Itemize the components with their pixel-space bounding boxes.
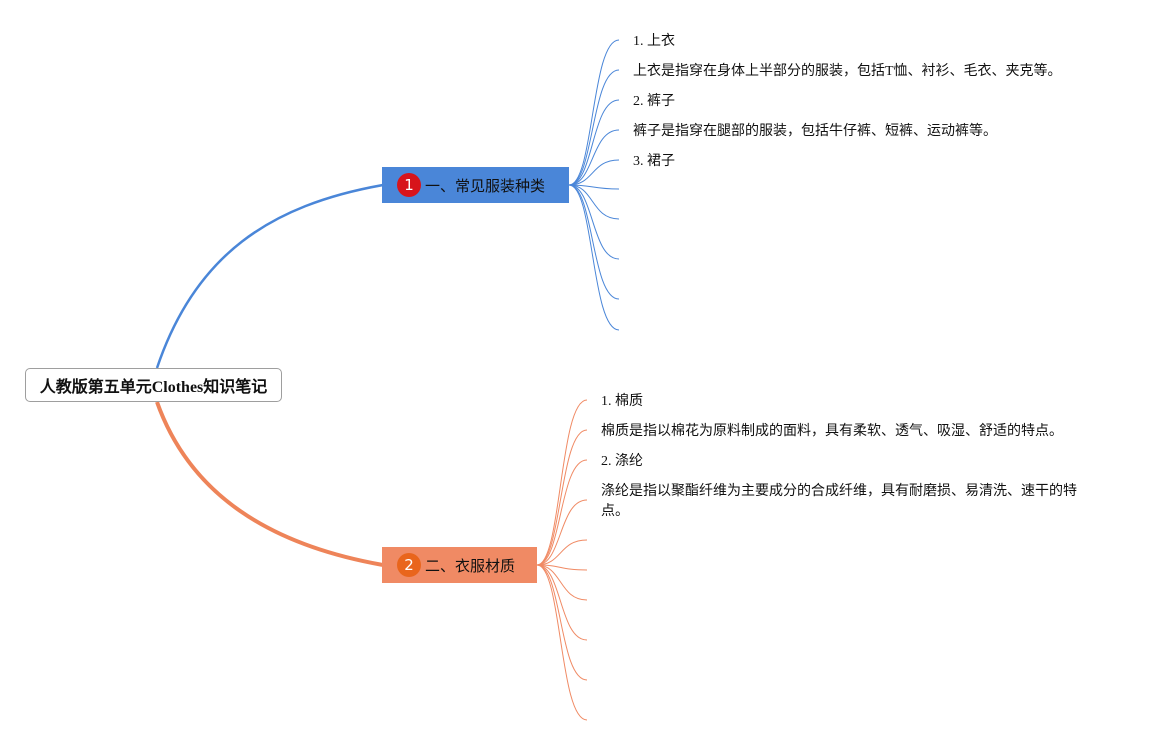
leaf-connector	[536, 564, 588, 721]
leaf-topic-tops-heading[interactable]: 1. 上衣	[633, 34, 675, 49]
leaf-topic-cotton-description[interactable]: 棉质是指以棉花为原料制成的面料，具有柔软、透气、吸湿、舒适的特点。	[601, 424, 1063, 439]
leaf-connector	[536, 499, 588, 566]
leaf-connector	[536, 399, 588, 566]
leaf-connector	[568, 184, 620, 260]
leaf-connector	[536, 429, 588, 566]
leaf-connector	[536, 459, 588, 566]
root-to-branch-1-connector	[155, 183, 384, 369]
leaf-topic-polyester-description[interactable]: 涤纶是指以聚酯纤维为主要成分的合成纤维，具有耐磨损、易清洗、速干的特点。	[601, 484, 1077, 519]
number-badge-icon: 2	[397, 553, 421, 577]
leaf-connector	[568, 184, 620, 300]
number-badge-icon: 1	[397, 173, 421, 197]
branch-topic-label: 一、常见服装种类	[425, 176, 546, 195]
leaf-topic-cotton-heading[interactable]: 1. 棉质	[601, 394, 643, 409]
branch-1-leaf-connectors	[568, 39, 620, 331]
leaf-connector	[536, 564, 588, 681]
leaf-connector	[568, 99, 620, 186]
leaf-topic-pants-heading[interactable]: 2. 裤子	[633, 94, 675, 109]
branch-topic-label: 二、衣服材质	[425, 556, 516, 575]
leaf-topic-polyester-heading[interactable]: 2. 涤纶	[601, 454, 643, 469]
leaf-connector	[568, 69, 620, 186]
branch-topic-clothing-materials[interactable]: 2 二、衣服材质	[382, 547, 537, 583]
branch-topic-clothing-types[interactable]: 1 一、常见服装种类	[382, 167, 569, 203]
leaf-connector	[568, 184, 620, 331]
leaf-topic-pants-description[interactable]: 裤子是指穿在腿部的服装，包括牛仔裤、短裤、运动裤等。	[633, 124, 997, 139]
leaf-connector	[568, 39, 620, 186]
leaf-connector	[536, 539, 588, 566]
root-topic[interactable]: 人教版第五单元Clothes知识笔记	[25, 368, 282, 402]
leaf-connector	[568, 184, 620, 190]
root-topic-label: 人教版第五单元Clothes知识笔记	[39, 379, 268, 396]
branch-2-leaf-connectors	[536, 399, 588, 721]
leaf-connector	[568, 159, 620, 186]
leaf-topic-skirts-heading[interactable]: 3. 裙子	[633, 154, 675, 169]
leaf-topic-tops-description[interactable]: 上衣是指穿在身体上半部分的服装，包括T恤、衬衫、毛衣、夹克等。	[633, 64, 1062, 79]
root-to-branch-2-connector	[155, 401, 384, 567]
leaf-connector	[568, 129, 620, 186]
leaf-connector	[536, 564, 588, 601]
leaf-connector	[536, 564, 588, 641]
leaf-connector	[568, 184, 620, 220]
